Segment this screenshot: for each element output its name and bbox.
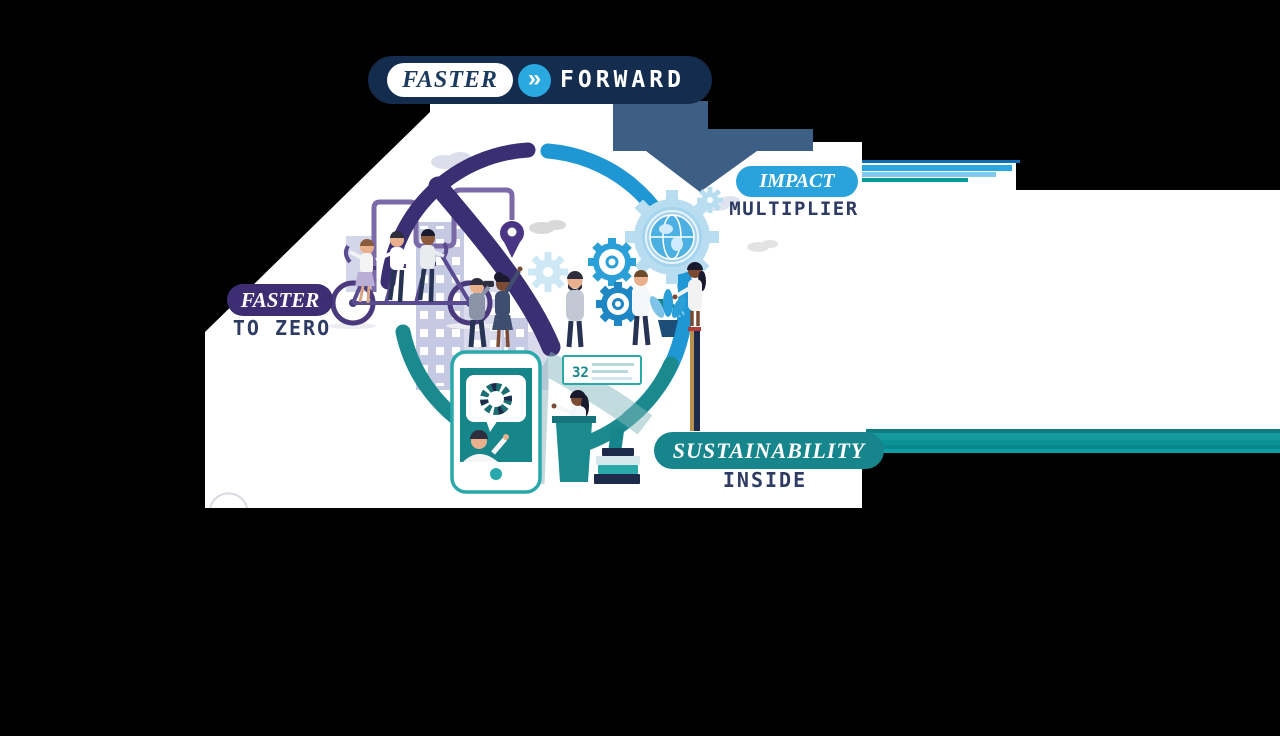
faint-circle	[209, 492, 248, 509]
impact-sub-label: MULTIPLIER	[729, 198, 859, 220]
rider-woman	[349, 239, 375, 304]
podium-speaker	[551, 390, 596, 482]
purple-swoosh	[428, 176, 561, 357]
sign-board: 32	[562, 355, 642, 385]
small-gear-pale	[528, 252, 568, 292]
pole	[688, 327, 701, 431]
sustainability-pill: SUSTAINABILITY	[654, 432, 884, 469]
logo-secondary-text: FORWARD	[560, 67, 685, 93]
logo-primary-text: FASTER	[402, 66, 498, 93]
thinking-man	[566, 271, 584, 348]
sustainability-pill-text: SUSTAINABILITY	[672, 437, 866, 463]
video-call-person	[463, 430, 509, 462]
faster-pill-text: FASTER	[240, 287, 320, 312]
plant-icon	[649, 289, 687, 337]
rider-man-front	[417, 229, 445, 303]
chevrons-glyph: »	[527, 64, 542, 92]
slate-accent-shape	[613, 101, 813, 192]
podium-top	[552, 416, 596, 423]
faster-pill: FASTER	[227, 284, 333, 316]
small-gear-top	[697, 187, 723, 213]
speed-lines-teal	[866, 429, 1280, 453]
books-icon	[594, 427, 640, 484]
rider-man-middle	[375, 231, 405, 303]
woman-on-pole	[672, 262, 706, 326]
home-button	[490, 468, 502, 480]
sign-number: 32	[572, 365, 589, 381]
smartphone-icon	[450, 350, 542, 494]
pointing-woman	[492, 266, 523, 348]
podium	[556, 423, 592, 482]
speech-bubble-donut-chart	[466, 375, 526, 432]
chevron-circle-icon: »	[518, 63, 551, 97]
speed-lines-blue	[862, 160, 1020, 182]
faster-sub-label: TO ZERO	[232, 316, 332, 340]
impact-pill-text: IMPACT	[759, 170, 835, 192]
sustainability-sub-label: INSIDE	[722, 468, 808, 492]
location-pin-icon	[500, 221, 524, 258]
impact-pill: IMPACT	[736, 166, 858, 197]
binoculars-man	[468, 278, 494, 348]
faster-forward-logo: FASTER » FORWARD	[368, 56, 712, 104]
globe-icon	[649, 214, 695, 260]
route-line	[371, 187, 515, 292]
logo-primary-badge: FASTER	[387, 63, 513, 97]
large-gear-globe	[625, 190, 719, 284]
small-gear-1	[588, 238, 636, 286]
